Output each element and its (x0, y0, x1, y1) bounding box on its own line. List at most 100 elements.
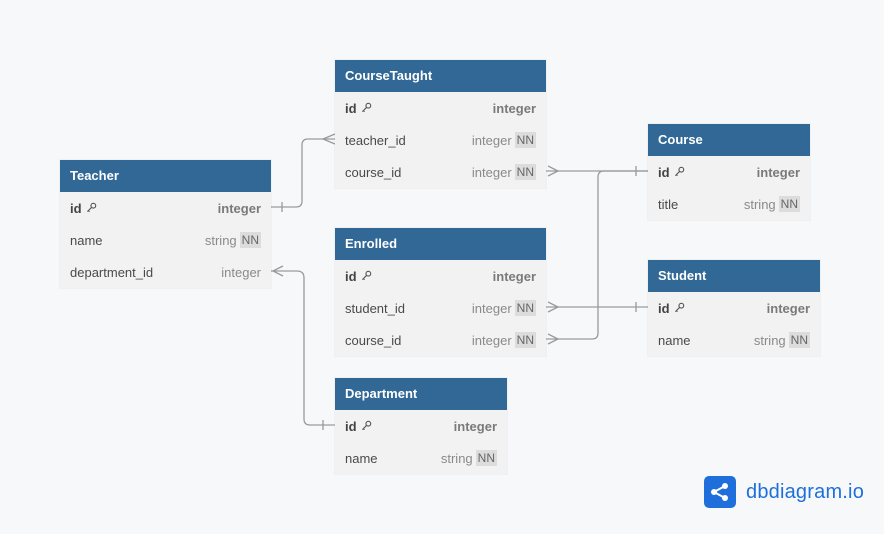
key-icon (361, 101, 372, 116)
field-name-group: name (70, 233, 103, 248)
field-row[interactable]: id integer (335, 92, 546, 124)
field-name-group: name (658, 333, 691, 348)
field-type: integer (471, 132, 512, 148)
field-name-group: course_id (345, 333, 401, 348)
field-name: student_id (345, 300, 405, 316)
field-name: teacher_id (345, 132, 406, 148)
table-header[interactable]: Enrolled (335, 228, 546, 260)
field-name: name (345, 450, 378, 466)
field-name-group: course_id (345, 165, 401, 180)
field-name-group: id (658, 165, 685, 180)
field-type: integer (471, 332, 512, 348)
field-row[interactable]: id integer (648, 292, 820, 324)
field-type-group: integer (218, 201, 261, 216)
edge-many-marker (547, 165, 560, 177)
field-name: id (70, 200, 82, 216)
field-type-group: integer (493, 269, 536, 284)
field-name-group: student_id (345, 301, 405, 316)
field-name-group: id (658, 301, 685, 316)
not-null-badge: NN (514, 300, 536, 316)
table-header[interactable]: Teacher (60, 160, 271, 192)
field-type: string (743, 196, 776, 212)
field-name-group: id (70, 201, 97, 216)
field-type: integer (492, 100, 536, 116)
field-name: course_id (345, 332, 402, 348)
field-name-group: teacher_id (345, 133, 406, 148)
field-type: integer (766, 300, 810, 316)
edge-many-marker (547, 333, 560, 345)
field-name-group: department_id (70, 265, 153, 280)
field-name: name (70, 232, 103, 248)
field-type-group: integer (221, 265, 261, 280)
edge-department-teacher (271, 270, 335, 426)
field-name-group: title (658, 197, 678, 212)
table-header[interactable]: Course (648, 124, 810, 156)
field-name-group: name (345, 451, 378, 466)
field-row[interactable]: id integer (648, 156, 810, 188)
field-type: integer (217, 200, 261, 216)
field-row[interactable]: department_id integer (60, 256, 271, 288)
field-type: integer (221, 264, 261, 280)
table-header[interactable]: CourseTaught (335, 60, 546, 92)
field-name: department_id (70, 264, 154, 280)
not-null-badge: NN (514, 164, 536, 180)
table-header[interactable]: Department (335, 378, 507, 410)
field-type: integer (756, 164, 800, 180)
not-null-badge: NN (514, 332, 536, 348)
field-type-group: integer (757, 165, 800, 180)
field-name: id (658, 300, 670, 316)
field-type: integer (453, 418, 497, 434)
field-type-group: integer (454, 419, 497, 434)
field-name: name (658, 332, 691, 348)
field-type-group: integer (493, 101, 536, 116)
edge-teacher-coursetaught (271, 138, 335, 208)
field-name-group: id (345, 269, 372, 284)
field-row[interactable]: id integer (335, 410, 507, 442)
share-nodes-icon (704, 476, 736, 508)
field-type: integer (492, 268, 536, 284)
key-icon (86, 201, 97, 216)
key-icon (674, 165, 685, 180)
logo-text: dbdiagram.io (746, 480, 865, 503)
dbdiagram-logo[interactable]: dbdiagram.io (704, 476, 864, 508)
field-name: title (658, 196, 679, 212)
field-name: course_id (345, 164, 402, 180)
not-null-badge: NN (778, 196, 800, 212)
key-icon (361, 269, 372, 284)
edge-many-marker (322, 133, 336, 145)
field-name-group: id (345, 419, 372, 434)
field-row[interactable]: id integer (60, 192, 271, 224)
table-header[interactable]: Student (648, 260, 820, 292)
field-type-group: integer (767, 301, 810, 316)
field-row[interactable]: id integer (335, 260, 546, 292)
field-name: id (345, 100, 357, 116)
field-type: string (204, 232, 237, 248)
field-name: id (345, 268, 357, 284)
key-icon (361, 419, 372, 434)
not-null-badge: NN (788, 332, 810, 348)
key-icon (674, 301, 685, 316)
field-name-group: id (345, 101, 372, 116)
edge-many-marker (547, 301, 560, 313)
